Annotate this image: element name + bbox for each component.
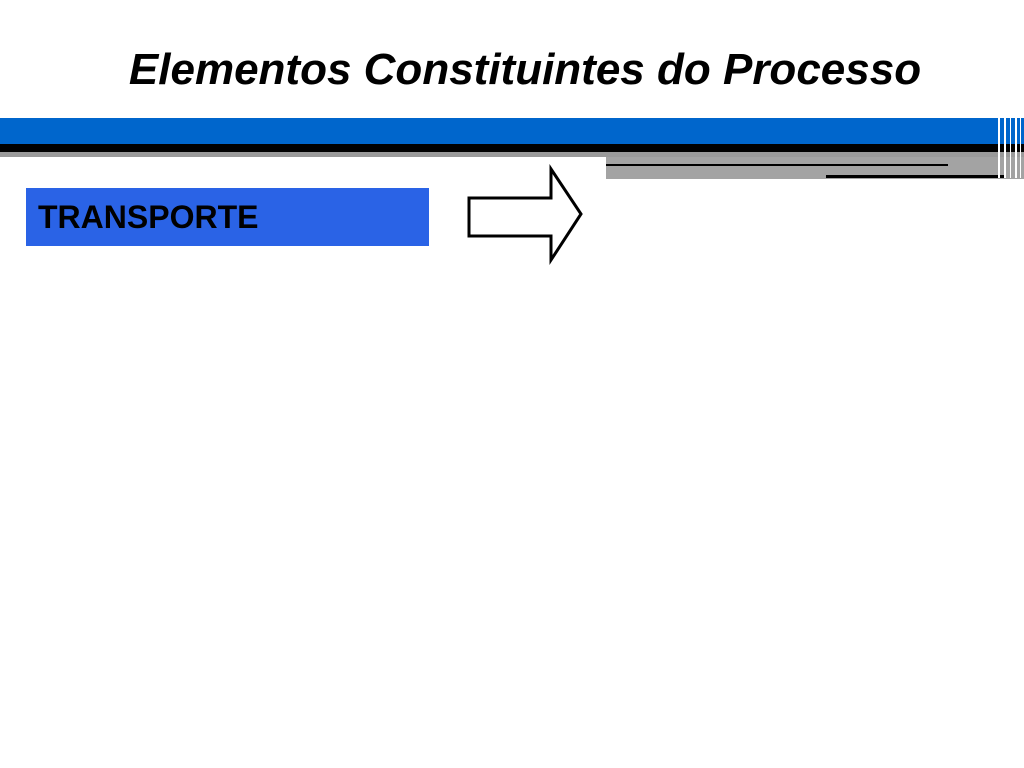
header-gray-block (606, 157, 1024, 179)
slide-title: Elementos Constituintes do Processo (128, 45, 922, 94)
transporte-label-box: TRANSPORTE (26, 188, 429, 246)
transporte-label: TRANSPORTE (38, 199, 259, 235)
header-blue-band (0, 118, 1024, 144)
header-thin-line-short (826, 175, 1004, 178)
header-black-band (0, 144, 1024, 152)
header-stripes (994, 118, 1024, 178)
header-gray-band (0, 152, 1024, 157)
right-arrow-icon (467, 164, 583, 266)
header-thin-line (606, 164, 948, 166)
